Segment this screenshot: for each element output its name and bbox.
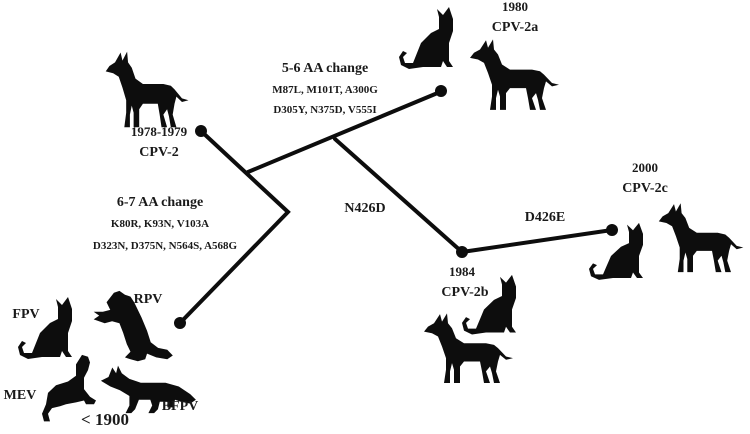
host-label-bfpv: BFPV [161, 399, 199, 414]
cpv2a-year: 1980 [502, 0, 528, 14]
host-label-fpv: FPV [12, 307, 40, 322]
branch-to-cpv2a [246, 90, 442, 174]
branch-cpv2c-mutation: D426E [524, 210, 566, 225]
cpv2-name: CPV-2 [139, 145, 179, 160]
branch-cpv2b-mutation: N426D [344, 201, 386, 216]
cat-silhouette-icon [462, 274, 516, 335]
branch-cpv2-mutations-1: K80R, K93N, V103A [110, 218, 210, 230]
node-ancestor [174, 317, 186, 329]
branch-to-cpv2b [333, 137, 464, 254]
dog-silhouette-icon [470, 39, 559, 110]
cpv2c-year: 2000 [632, 160, 658, 175]
node-cpv2b [456, 246, 468, 258]
branch-cpv2a-title: 5-6 AA change [281, 61, 369, 76]
ancestor-date: < 1900 [81, 410, 129, 429]
node-cpv2c [606, 224, 618, 236]
branch-cpv2-title: 6-7 AA change [116, 195, 204, 210]
branch-cpv2a-mutations-1: M87L, M101T, A300G [272, 84, 378, 96]
cpv2b-name: CPV-2b [441, 285, 489, 300]
branch-cpv2-mutations-2: D323N, D375N, N564S, A568G [92, 240, 238, 252]
node-cpv2 [195, 125, 207, 137]
node-cpv2a [435, 85, 447, 97]
branch-cpv2-root [178, 129, 291, 325]
branch-cpv2a-mutations-2: D305Y, N375D, V555I [273, 104, 377, 116]
cpv2a-name: CPV-2a [491, 20, 539, 35]
cpv2-year: 1978-1979 [130, 124, 188, 139]
cpv2c-name: CPV-2c [622, 181, 668, 196]
host-label-mev: MEV [3, 388, 37, 403]
branch-to-cpv2c [460, 228, 614, 254]
cat-silhouette-icon [399, 7, 453, 69]
dog-silhouette-icon [658, 203, 744, 273]
host-label-rpv: RPV [133, 292, 163, 307]
dog-silhouette-icon [105, 51, 189, 128]
cpv2b-year: 1984 [449, 264, 475, 279]
